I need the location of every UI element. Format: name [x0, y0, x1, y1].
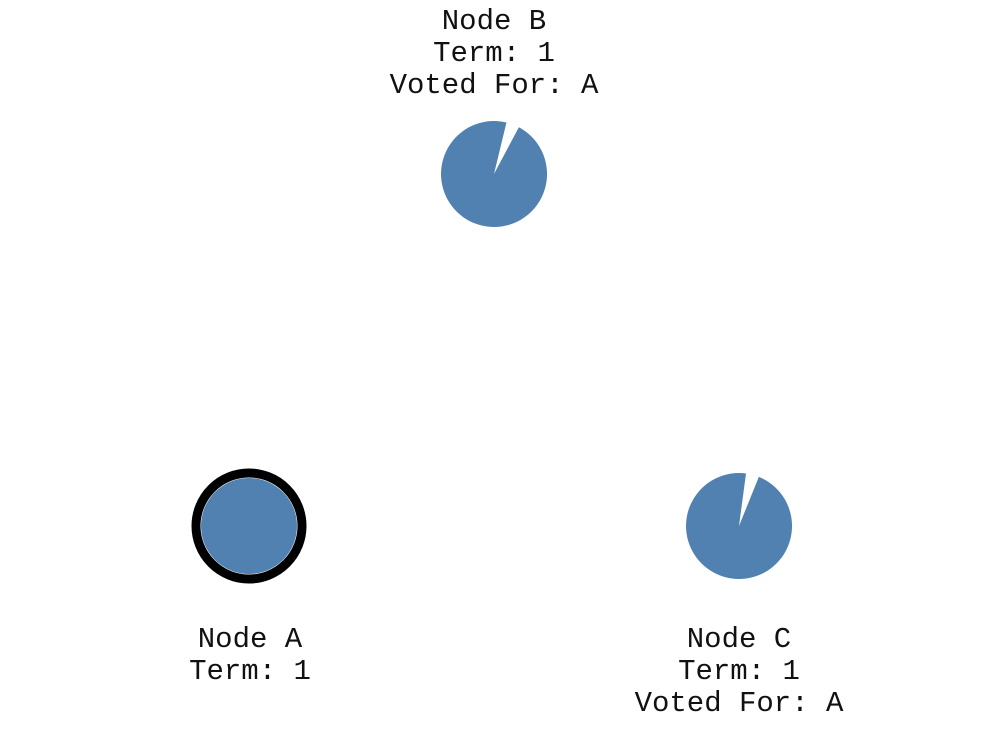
node-b-circle[interactable] — [422, 102, 565, 245]
node-a-circle[interactable] — [201, 478, 297, 574]
node-b-term: Term: 1 — [433, 37, 555, 70]
node-c-circle[interactable] — [670, 457, 808, 595]
node-c[interactable] — [670, 457, 808, 595]
node-b-voted-for: Voted For: A — [389, 69, 599, 102]
node-c-name: Node C — [686, 623, 792, 656]
node-c-label: Node C Term: 1 Voted For: A — [579, 624, 899, 720]
node-a-label: Node A Term: 1 — [90, 624, 410, 688]
node-a-leader-ring — [191, 468, 307, 584]
node-b-label: Node B Term: 1 Voted For: A — [334, 6, 654, 102]
node-c-term: Term: 1 — [678, 655, 800, 688]
node-a-name: Node A — [197, 623, 303, 656]
node-a-term: Term: 1 — [189, 655, 311, 688]
node-a[interactable] — [191, 468, 307, 584]
node-b-name: Node B — [441, 5, 547, 38]
node-b[interactable] — [422, 102, 565, 245]
node-c-voted-for: Voted For: A — [634, 687, 844, 720]
